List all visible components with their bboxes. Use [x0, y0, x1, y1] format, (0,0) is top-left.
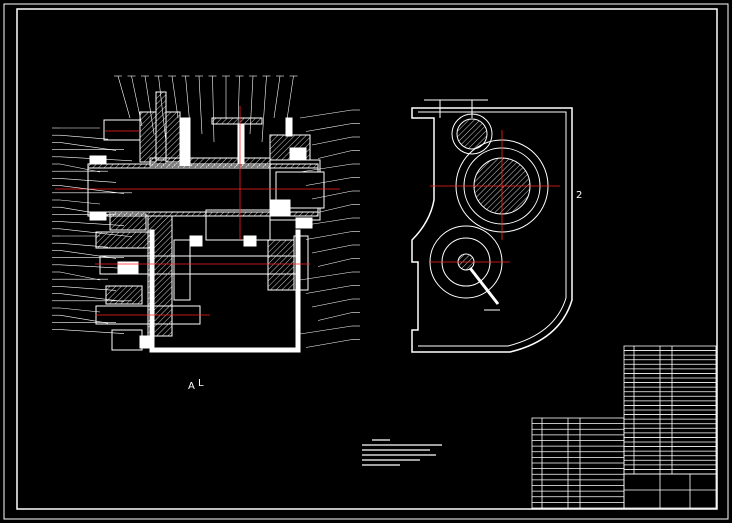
- leader-line: [237, 75, 240, 127]
- leader-line: [171, 75, 179, 119]
- drawing-frame: [16, 8, 718, 510]
- leader-line: [59, 178, 117, 183]
- leader-line: [299, 163, 353, 173]
- leader-line: [59, 271, 101, 281]
- leader-line: [299, 109, 353, 119]
- leader-line: [285, 75, 294, 127]
- leader-line: [311, 298, 353, 308]
- leader-line: [305, 177, 353, 186]
- leader-line: [59, 221, 125, 226]
- leader-line: [317, 312, 353, 321]
- leader-line: [311, 136, 353, 146]
- leader-line: [59, 142, 117, 151]
- sheet-border: [3, 3, 729, 520]
- leader-line: [144, 75, 155, 135]
- leader-line: [59, 264, 133, 270]
- leader-line: [59, 242, 109, 248]
- leader-line: [59, 250, 117, 259]
- section-label-a: A: [188, 381, 195, 392]
- technical-notes: [362, 439, 442, 466]
- leader-line: [273, 75, 281, 119]
- gearbox-view: [411, 99, 573, 353]
- leader-line: [59, 156, 133, 162]
- sectional-view: [87, 91, 325, 353]
- side-view-mark: 2: [576, 190, 582, 201]
- leader-line: [317, 258, 353, 267]
- leader-line: [59, 134, 109, 140]
- leader-line: [158, 75, 167, 143]
- leader-line: [317, 204, 353, 213]
- leader-line: [311, 244, 353, 254]
- leader-line: [59, 185, 125, 194]
- leader-line: [185, 75, 191, 127]
- leader-line: [212, 75, 215, 143]
- leader-line: [305, 123, 353, 132]
- leader-line: [198, 75, 203, 135]
- leader-line: [117, 75, 131, 119]
- gearbox-center-lines: [430, 130, 560, 263]
- leader-line: [131, 75, 143, 127]
- leader-line: [299, 271, 353, 281]
- leader-line: [59, 206, 109, 216]
- leader-line: [59, 307, 101, 313]
- leader-line: [299, 217, 353, 227]
- leader-line: [59, 293, 125, 302]
- leader-line: [305, 231, 353, 240]
- leader-line: [59, 228, 133, 238]
- leader-line: [305, 285, 353, 294]
- leader-line: [261, 75, 267, 143]
- leader-line: [305, 339, 353, 348]
- title-block: [531, 345, 717, 509]
- leader-line: [59, 314, 109, 324]
- leader-line: [59, 199, 101, 205]
- leader-line: [59, 163, 101, 173]
- leader-line: [299, 325, 353, 335]
- view-mark: L: [198, 378, 204, 389]
- leader-line: [59, 286, 117, 291]
- leader-line: [59, 329, 125, 334]
- leader-line: [311, 190, 353, 200]
- center-lines: [55, 106, 340, 316]
- leader-line: [249, 75, 254, 135]
- leader-lines: [52, 75, 360, 348]
- leader-line: [317, 150, 353, 159]
